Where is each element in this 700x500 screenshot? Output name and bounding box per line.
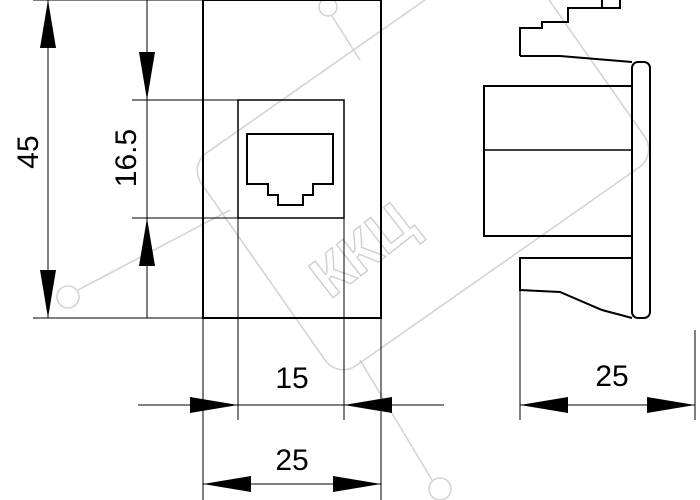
rj45-socket-icon [246,133,334,206]
arrowhead [139,52,155,100]
arrowhead [40,270,56,318]
side-view-housing [483,85,633,237]
watermark-text: ККЦ [298,189,427,310]
watermark-circle-top [318,0,338,17]
arrowhead [344,397,392,413]
watermark-frame [196,0,650,371]
watermark-line [77,209,231,291]
side-view [483,0,651,319]
watermark-circle-left [56,285,80,309]
side-view-bottom-clip [519,257,633,319]
dimension-front-width: 25 [203,444,381,492]
arrowhead [139,218,155,266]
watermark-circle-bottom [428,477,452,500]
jack-frame [237,99,345,219]
side-view-top-clip [519,0,633,63]
side-view-flange [631,61,651,319]
arrowhead [647,397,695,413]
dimension-label-front-width: 25 [275,444,308,477]
dimension-label-jack-height: 16.5 [110,129,143,187]
dimension-label-side-depth: 25 [595,360,628,393]
front-view-body [202,0,382,319]
dimension-label-jack-width: 15 [275,362,308,395]
dimension-label-total-height: 45 [12,135,45,168]
dimension-jack-height: 16.5 [110,0,155,318]
arrowhead [40,0,56,48]
watermark-line [331,15,361,61]
arrowhead [520,397,568,413]
dimension-total-height: 45 [12,0,56,318]
arrowhead [333,476,381,492]
arrowhead [190,397,238,413]
dimension-jack-width: 15 [138,362,444,413]
arrowhead [203,476,251,492]
watermark-line [359,359,433,481]
dimension-side-depth: 25 [520,360,695,413]
